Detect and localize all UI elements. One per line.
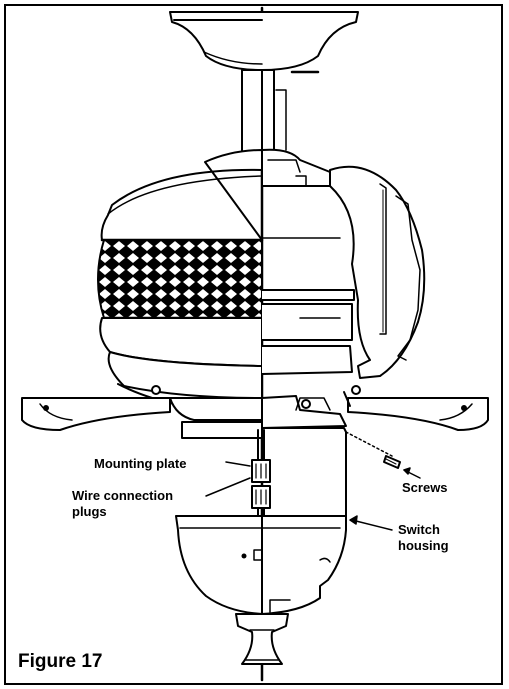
switch-housing-bowl bbox=[175, 515, 347, 615]
motor-housing-left bbox=[97, 149, 264, 415]
wire-connectors bbox=[251, 429, 271, 517]
wire-connection-label-line2: plugs bbox=[72, 504, 107, 519]
screw-icon bbox=[383, 455, 401, 469]
motor-housing-right bbox=[261, 148, 426, 379]
mounting-plate-label: Mounting plate bbox=[94, 456, 187, 471]
figure-title: Figure 17 bbox=[18, 651, 103, 672]
switch-housing-label-line1: Switch bbox=[398, 522, 440, 537]
downrod bbox=[241, 69, 287, 163]
canopy bbox=[169, 11, 359, 74]
blade-left bbox=[21, 385, 171, 431]
blade-right bbox=[347, 385, 489, 431]
mounting-plate-shape bbox=[169, 391, 351, 439]
wire-connection-label-line1: Wire connection bbox=[72, 488, 174, 503]
switch-housing-upper bbox=[261, 427, 347, 521]
leader-lines bbox=[205, 461, 421, 531]
screws-label: Screws bbox=[402, 480, 448, 495]
finial bbox=[235, 613, 289, 665]
alignment-line bbox=[345, 431, 393, 457]
switch-housing-label-line2: housing bbox=[398, 538, 449, 553]
